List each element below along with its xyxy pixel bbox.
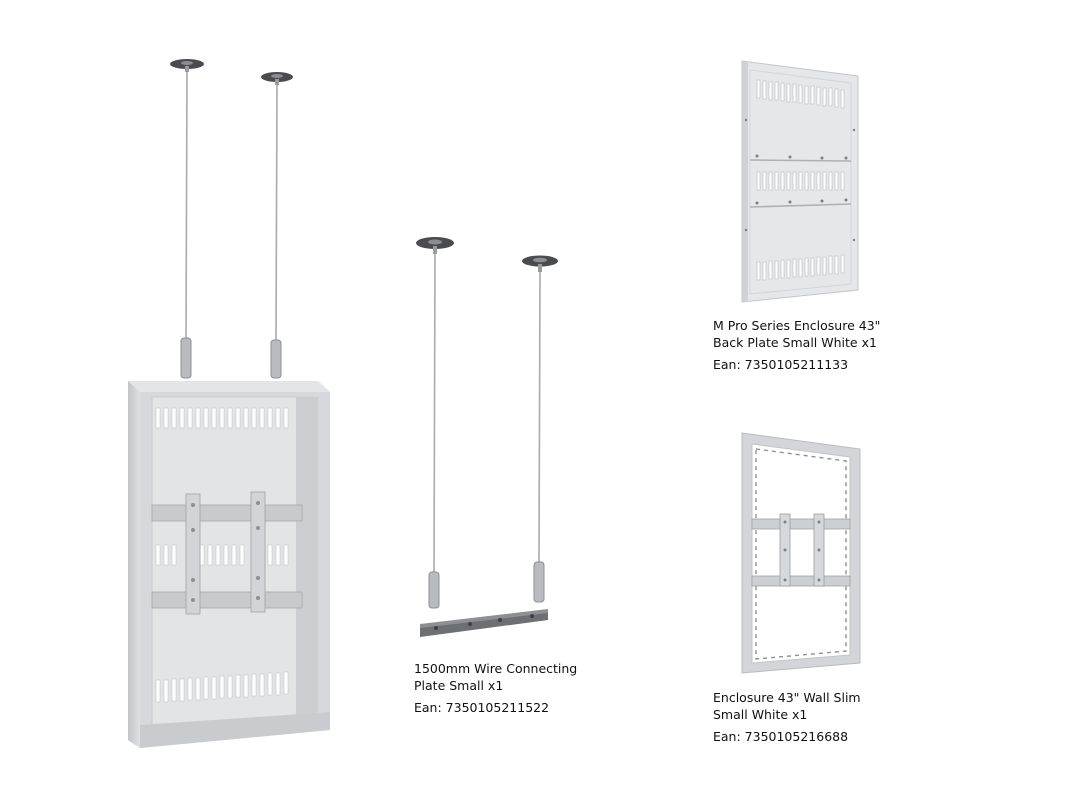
wall-slim-enclosure-illustration <box>741 432 861 674</box>
product-title: Enclosure 43" Wall Slim Small White x1 <box>713 690 861 722</box>
wire-left <box>185 71 188 339</box>
product-caption-back-plate: M Pro Series Enclosure 43" Back Plate Sm… <box>713 317 943 373</box>
ceiling-plate-right <box>261 72 293 85</box>
wire-right <box>275 84 278 341</box>
ceiling-plate-wire-right <box>522 255 558 272</box>
product-ean: Ean: 7350105211522 <box>414 700 550 715</box>
product-caption-wall-slim: Enclosure 43" Wall Slim Small White x1 E… <box>713 689 943 745</box>
product-ean: Ean: 7350105211133 <box>713 357 849 372</box>
hanging-enclosure-illustration <box>128 59 330 748</box>
product-caption-wire-plate: 1500mm Wire Connecting Plate Small x1 Ea… <box>414 660 644 716</box>
wire-connecting-plate-illustration <box>416 237 558 637</box>
product-ean: Ean: 7350105216688 <box>713 729 849 744</box>
ceiling-plate-left <box>170 59 204 72</box>
ceiling-plate-wire-left <box>416 237 454 254</box>
product-title: M Pro Series Enclosure 43" Back Plate Sm… <box>713 318 881 350</box>
back-plate-illustration <box>741 60 859 303</box>
product-title: 1500mm Wire Connecting Plate Small x1 <box>414 661 578 693</box>
